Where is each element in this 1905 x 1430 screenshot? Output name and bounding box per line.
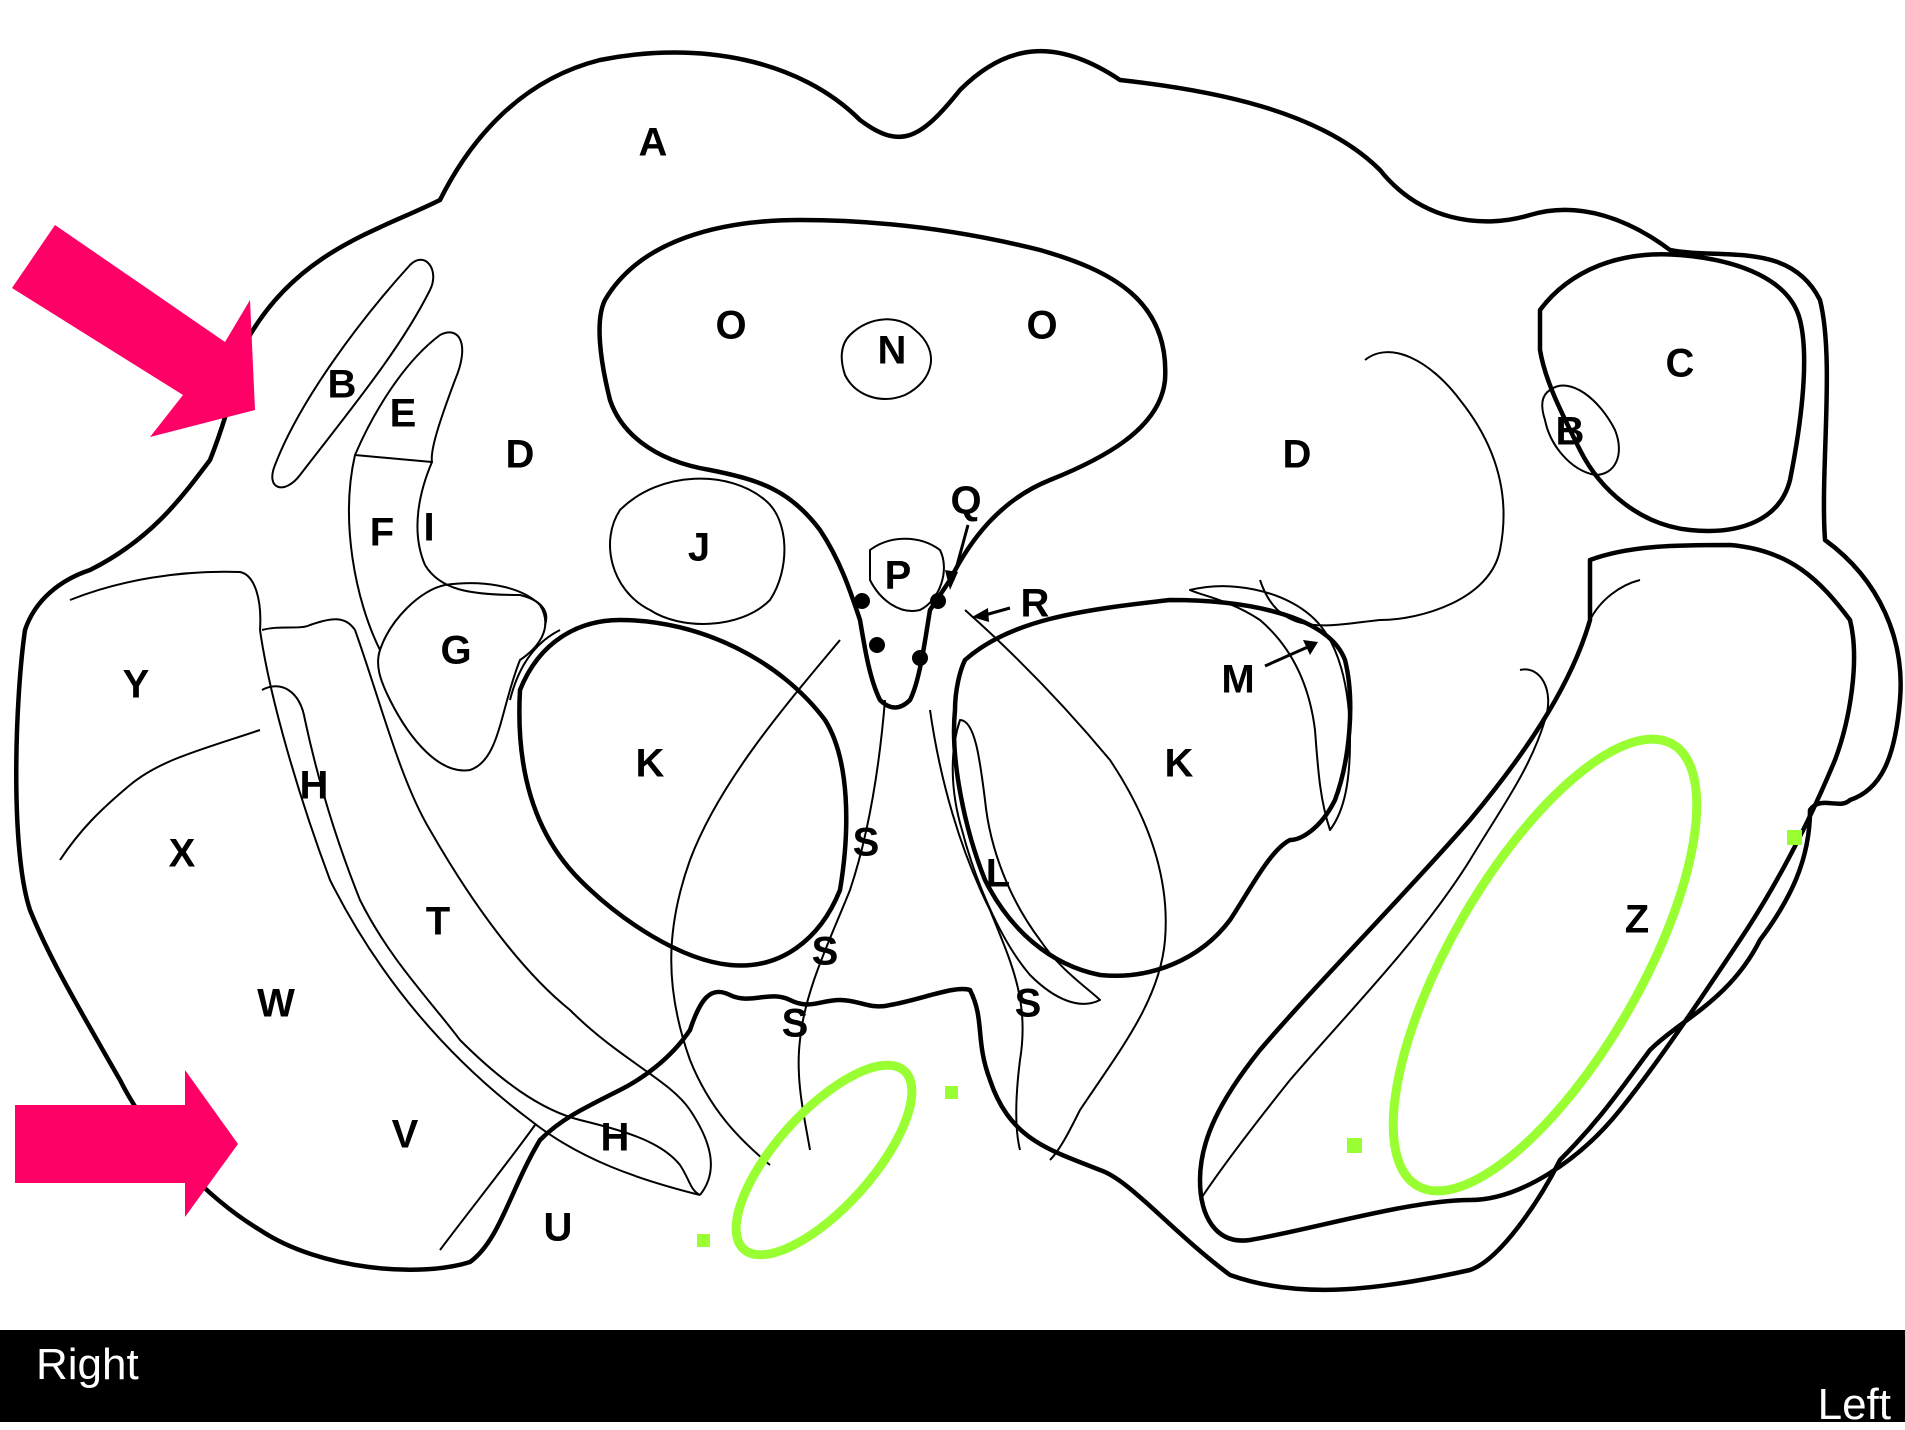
orientation-right-label: Right: [36, 1340, 139, 1390]
label-W: W: [257, 982, 295, 1026]
label-S-1: S: [853, 821, 880, 865]
structure-C: [1540, 254, 1804, 531]
structure-M: [1190, 586, 1350, 830]
boundary-Y: [70, 572, 260, 630]
label-O-left: O: [1026, 304, 1057, 348]
label-Y: Y: [123, 663, 150, 707]
brainstem-cross-section-diagram: A B B C D D E F G H H I J K K L M N O O …: [0, 0, 1905, 1330]
label-H-upper: H: [300, 764, 329, 808]
structure-N-O-P: [600, 220, 1166, 708]
structure-S-right-tract: [671, 640, 840, 1165]
label-N: N: [878, 329, 907, 373]
nucleus-dot: [854, 593, 870, 609]
nucleus-dot: [930, 593, 946, 609]
boundary-X: [60, 730, 260, 860]
structure-Z: [1200, 545, 1854, 1241]
structure-K-right: [519, 620, 846, 966]
highlight-marker: [945, 1086, 958, 1099]
label-S-2: S: [812, 930, 839, 974]
label-B-right: B: [328, 363, 357, 407]
structure-L: [953, 720, 1100, 1004]
nucleus-dot: [912, 650, 928, 666]
pointer-M: [1265, 646, 1310, 666]
structure-Z-inner: [1200, 669, 1548, 1200]
structure-Z-boundary: [1590, 580, 1640, 620]
nucleus-dot: [869, 637, 885, 653]
highlight-marker: [1347, 1138, 1362, 1153]
label-D-left: D: [1283, 433, 1312, 477]
highlight-marker: [697, 1234, 710, 1247]
structure-H-T: [262, 619, 711, 1195]
orientation-left-label: Left: [1818, 1380, 1891, 1430]
label-P: P: [885, 554, 912, 598]
label-X: X: [169, 832, 196, 876]
highlight-marker: [1787, 830, 1802, 845]
boundary-W-V-H: [260, 630, 700, 1195]
pointer-R: [985, 608, 1010, 615]
label-K-left: K: [1165, 742, 1194, 786]
ellipse-highlight-left: [708, 1039, 940, 1282]
outer-outline: [16, 51, 1900, 1290]
orientation-footer: Right Left: [0, 1330, 1905, 1422]
label-C: C: [1666, 342, 1695, 386]
boundary-U-V: [440, 1125, 535, 1250]
label-O-right: O: [715, 304, 746, 348]
label-I: I: [423, 506, 434, 550]
structure-F-I-boundary: [417, 462, 546, 625]
label-R: R: [1021, 582, 1050, 626]
label-T: T: [426, 900, 450, 944]
label-M: M: [1221, 658, 1254, 702]
label-J: J: [688, 526, 710, 570]
label-U: U: [544, 1206, 573, 1250]
label-S-3: S: [782, 1002, 809, 1046]
label-H-lower: H: [601, 1116, 630, 1160]
label-F: F: [370, 511, 394, 555]
structure-S-left-tract: [930, 710, 1023, 1150]
label-Q: Q: [950, 479, 981, 523]
label-K-right: K: [636, 742, 665, 786]
label-V: V: [392, 1113, 419, 1157]
structure-D-left-boundary: [1260, 352, 1504, 625]
label-B-left: B: [1556, 410, 1585, 454]
ellipse-highlight-right: [1335, 697, 1755, 1234]
label-L: L: [986, 852, 1010, 896]
label-S-4: S: [1015, 982, 1042, 1026]
arrow-right-upper: [12, 225, 255, 437]
label-E: E: [390, 392, 417, 436]
label-G: G: [440, 629, 471, 673]
label-Z: Z: [1625, 898, 1649, 942]
label-A: A: [639, 121, 668, 165]
label-D-right: D: [506, 433, 535, 477]
